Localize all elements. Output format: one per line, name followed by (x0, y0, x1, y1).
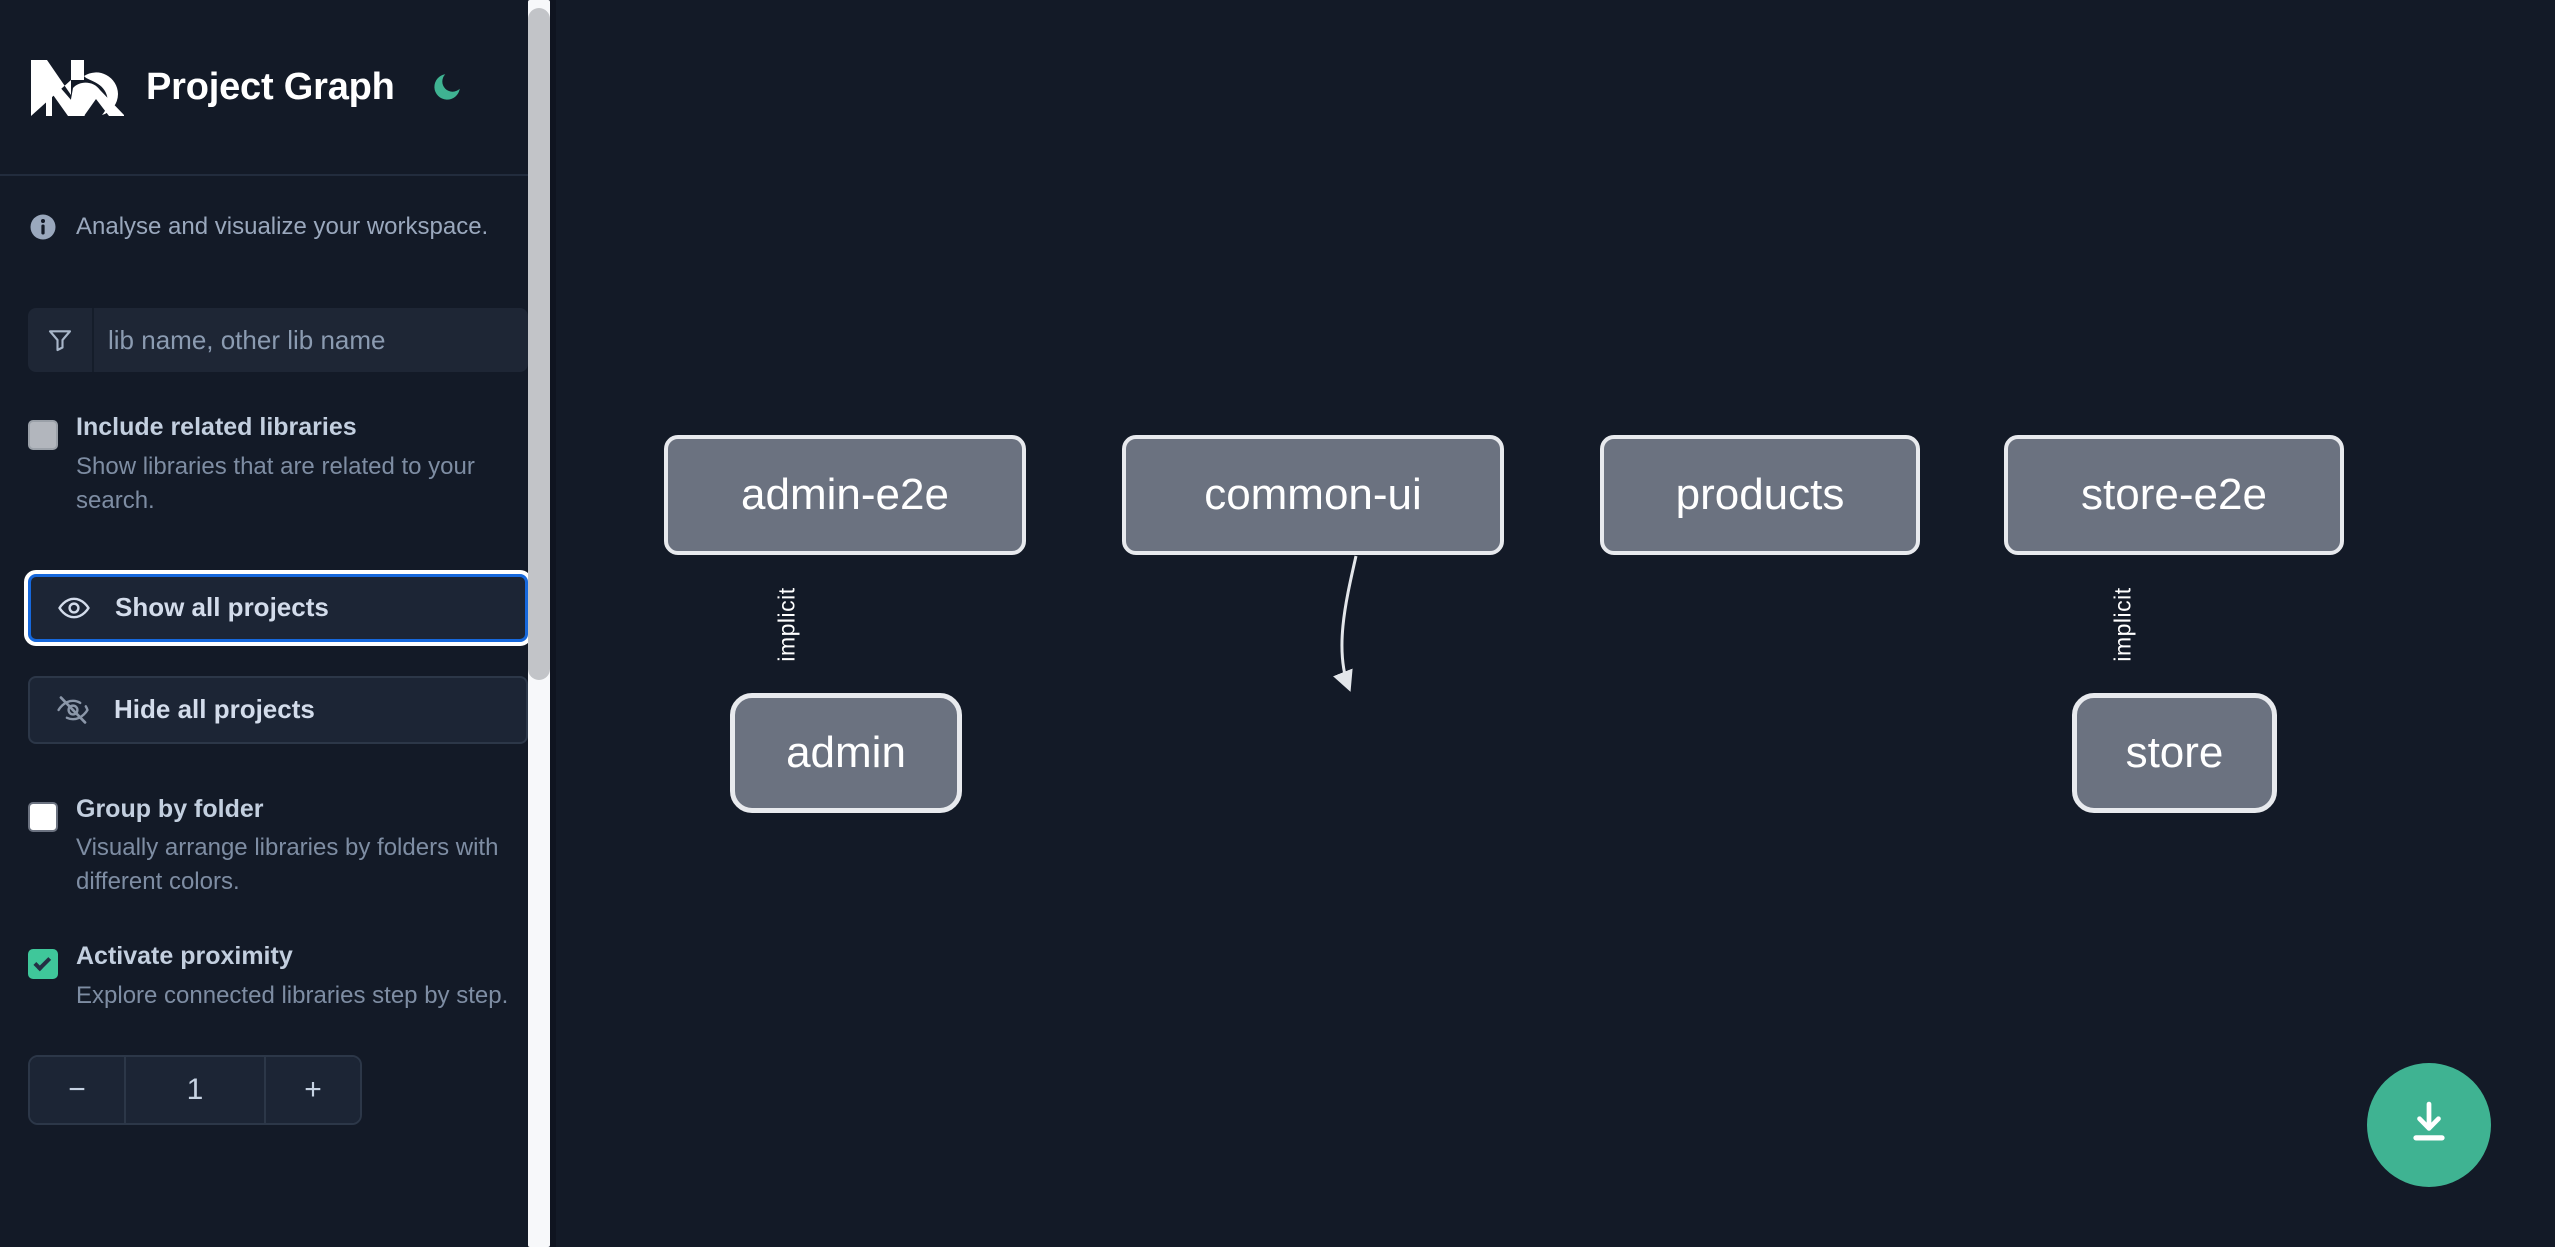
graph-node-admin[interactable]: admin (730, 693, 962, 813)
option-title: Activate proximity (76, 942, 293, 971)
checkbox-group-by-folder[interactable] (28, 801, 58, 832)
graph-node-admin-e2e[interactable]: admin-e2e (664, 435, 1026, 555)
search-field[interactable] (28, 308, 528, 372)
graph-node-label: store (2125, 728, 2224, 777)
show-all-projects-button[interactable]: Show all projects (28, 573, 528, 642)
option-title: Group by folder (76, 794, 264, 823)
edge-admin-e2e-to-admin (1333, 555, 1358, 692)
sidebar: Project Graph Analyse and visualize yo (0, 0, 556, 1247)
checkbox-include-related-libraries[interactable] (28, 420, 58, 450)
graph-node-common-ui[interactable]: common-ui (1122, 435, 1504, 555)
graph-node-store-e2e[interactable]: store-e2e (2004, 435, 2344, 555)
workspace-info: Analyse and visualize your workspace. (0, 176, 556, 242)
graph-node-label: common-ui (1204, 470, 1422, 519)
stepper-increment-button[interactable]: + (264, 1056, 360, 1123)
graph-node-store[interactable]: store (2072, 693, 2277, 813)
graph-node-label: admin-e2e (741, 470, 949, 519)
search-input[interactable] (94, 308, 528, 372)
nx-logo-icon (28, 54, 125, 120)
graph-node-label: products (1675, 470, 1845, 519)
moon-icon[interactable] (425, 65, 469, 109)
option-description: Show libraries that are related to your … (76, 452, 475, 514)
graph-node-products[interactable]: products (1600, 435, 1920, 555)
info-circle-icon (28, 212, 58, 242)
option-group-by-folder[interactable]: Group by folder Visually arrange librari… (0, 794, 556, 900)
eye-icon (57, 591, 95, 625)
hide-all-projects-button[interactable]: Hide all projects (28, 675, 528, 744)
option-description: Visually arrange libraries by folders wi… (76, 834, 499, 896)
stepper-decrement-button[interactable]: − (30, 1056, 126, 1123)
workspace-info-text: Analyse and visualize your workspace. (76, 213, 489, 240)
proximity-stepper[interactable]: − 1 + (28, 1054, 362, 1125)
graph-canvas[interactable]: admin-e2e common-ui products store-e2e admin… (556, 0, 2555, 1247)
eye-off-icon (56, 693, 94, 727)
option-include-related-libraries[interactable]: Include related libraries Show libraries… (0, 413, 556, 518)
show-all-projects-label: Show all projects (115, 592, 329, 623)
option-title: Include related libraries (76, 413, 357, 441)
sidebar-edge (550, 0, 556, 1247)
graph-node-label: admin (786, 728, 906, 777)
sidebar-header: Project Graph (0, 0, 556, 176)
download-icon (2402, 1096, 2456, 1155)
download-graph-button[interactable] (2367, 1063, 2491, 1187)
checkbox-activate-proximity[interactable] (28, 949, 58, 980)
hide-all-projects-label: Hide all projects (114, 694, 315, 725)
sidebar-scrollbar-thumb[interactable] (528, 8, 550, 680)
option-activate-proximity[interactable]: Activate proximity Explore connected lib… (0, 943, 556, 1013)
page-title: Project Graph (146, 65, 395, 108)
filter-funnel-icon (28, 308, 94, 372)
edge-label-admin-e2e-admin: implicit (773, 587, 800, 662)
graph-edges (1333, 555, 1358, 692)
option-description: Explore connected libraries step by step… (76, 981, 509, 1009)
edge-label-store-e2e-store: implicit (2109, 587, 2136, 662)
graph-node-label: store-e2e (2081, 470, 2267, 519)
stepper-value: 1 (126, 1056, 264, 1123)
